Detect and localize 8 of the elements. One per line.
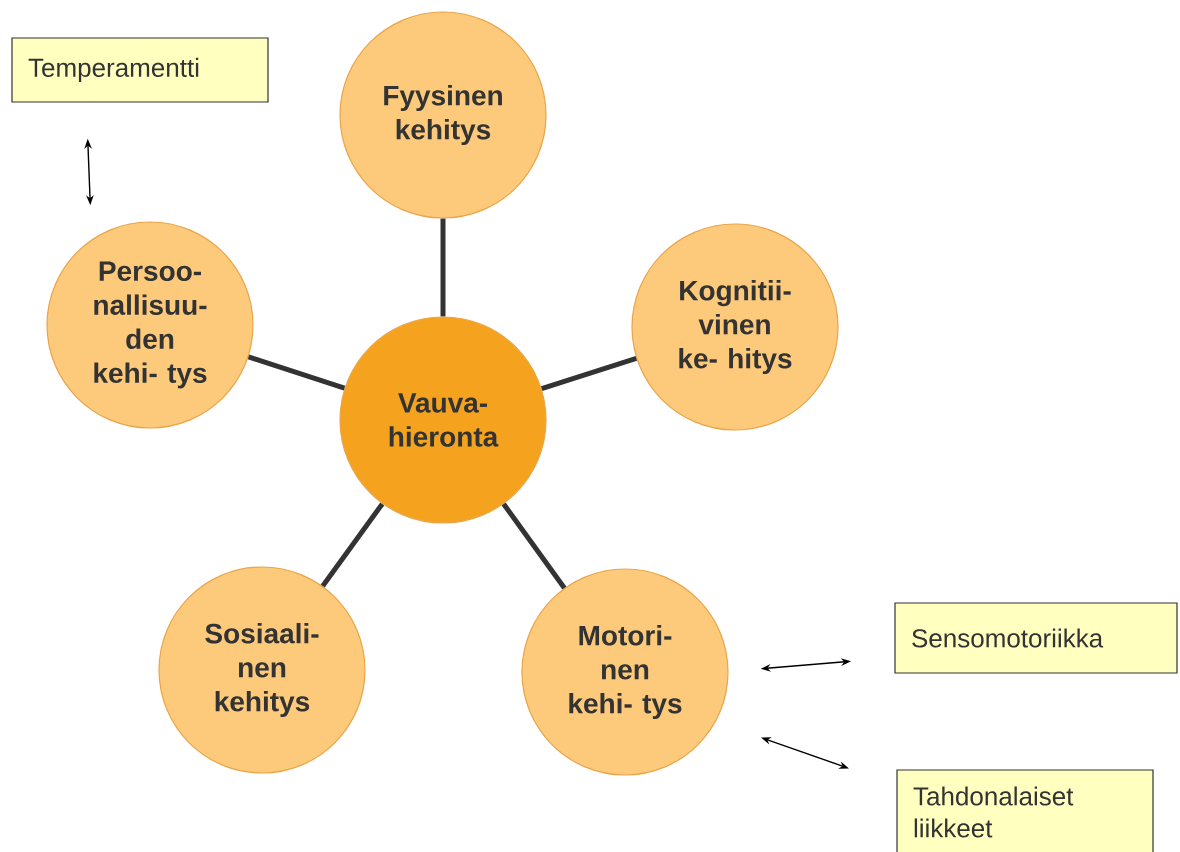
note-box: Sensomotoriikka <box>894 602 1178 674</box>
connector-line <box>247 354 346 391</box>
connector-line <box>540 356 638 391</box>
connector-line <box>440 218 446 317</box>
connector-line <box>501 502 567 590</box>
note-box: Temperamentti <box>11 37 269 103</box>
connector-line <box>320 502 385 588</box>
note-box: Tahdonalaiset liikkeet <box>896 769 1154 852</box>
